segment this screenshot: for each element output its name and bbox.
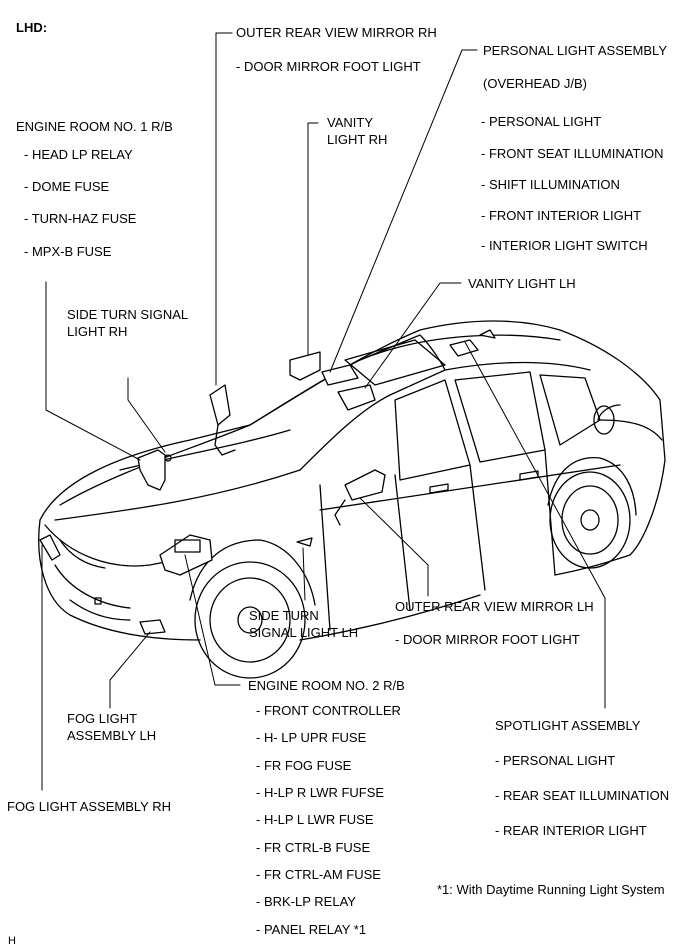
engine-room-2-item: - H-LP L LWR FUSE [256,812,374,827]
personal-light-item: - INTERIOR LIGHT SWITCH [481,238,648,253]
engine-room-1-item: - HEAD LP RELAY [24,147,133,162]
vanity-rh-line2: LIGHT RH [327,132,388,147]
outer-mirror-rh-title: OUTER REAR VIEW MIRROR RH [236,25,437,40]
fog-lh-line2: ASSEMBLY LH [67,728,157,743]
engine-room-2-item: - H- LP UPR FUSE [256,730,367,745]
engine-room-2-item: - FRONT CONTROLLER [256,703,401,718]
leader-lines [41,32,606,791]
engine-room-2-item: - FR CTRL-AM FUSE [256,867,381,882]
front-fascia [39,524,176,635]
engine-room-1-item: - MPX-B FUSE [24,244,112,259]
engine-room-2-item: - H-LP R LWR FUFSE [256,785,385,800]
side-turn-lh-line1: SIDE TURN [249,608,319,623]
component-symbols [137,329,496,576]
spotlight-item: - REAR INTERIOR LIGHT [495,823,647,838]
engine-room-1-item: - TURN-HAZ FUSE [24,211,137,226]
side-turn-rh-line2: LIGHT RH [67,324,128,339]
car-body-outline [38,320,666,641]
personal-light-subtitle: (OVERHEAD J/B) [483,76,588,91]
fog-rh-title: FOG LIGHT ASSEMBLY RH [7,799,171,814]
region-label: LHD: [16,20,48,35]
fog-lh-line1: FOG LIGHT [67,711,138,726]
personal-light-title: PERSONAL LIGHT ASSEMBLY [483,43,667,58]
personal-light-item: - FRONT SEAT ILLUMINATION [481,146,664,161]
engine-room-1-title: ENGINE ROOM NO. 1 R/B [16,119,173,134]
corner-mark: H [8,935,16,947]
personal-light-item: - SHIFT ILLUMINATION [481,177,620,192]
vanity-rh-line1: VANITY [327,115,373,130]
engine-room-2-title: ENGINE ROOM NO. 2 R/B [248,678,405,693]
vanity-lh-title: VANITY LIGHT LH [468,276,576,291]
outer-mirror-lh-item: - DOOR MIRROR FOOT LIGHT [395,632,580,647]
spotlight-item: - PERSONAL LIGHT [495,753,616,768]
engine-room-2-item: - FR CTRL-B FUSE [256,840,371,855]
engine-room-2-item: - BRK-LP RELAY [256,894,356,909]
spotlight-title: SPOTLIGHT ASSEMBLY [495,718,641,733]
footnote: *1: With Daytime Running Light System [437,882,665,897]
outer-mirror-rh-item: - DOOR MIRROR FOOT LIGHT [236,59,421,74]
side-turn-lh-line2: SIGNAL LIGHT LH [249,625,359,640]
personal-light-item: - PERSONAL LIGHT [481,114,602,129]
side-turn-rh-line1: SIDE TURN SIGNAL [67,307,189,322]
engine-room-1-item: - DOME FUSE [24,179,110,194]
personal-light-item: - FRONT INTERIOR LIGHT [481,208,642,223]
engine-room-2-item: - FR FOG FUSE [256,758,352,773]
outer-mirror-lh-title: OUTER REAR VIEW MIRROR LH [395,599,594,614]
spotlight-item: - REAR SEAT ILLUMINATION [495,788,670,803]
wheels [189,456,637,679]
engine-room-2-item: - PANEL RELAY *1 [256,922,367,937]
